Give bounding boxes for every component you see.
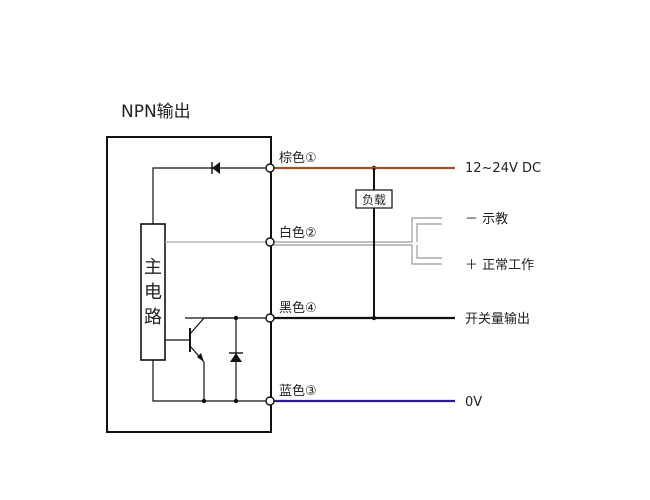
internal-wiring (152, 167, 270, 402)
sensor-enclosure (106, 136, 272, 433)
diagram-title: NPN输出 (121, 102, 191, 122)
load-box (355, 189, 393, 209)
protection-diode (211, 162, 220, 174)
teach-fork (411, 217, 442, 265)
main-circuit-char-2: 电 (144, 282, 162, 303)
terminal-label-brown: 棕色① (279, 150, 317, 166)
zener-diode (229, 352, 243, 362)
switch-output-label: 开关量输出 (465, 311, 530, 327)
junction-dots (201, 165, 377, 404)
indicator-plus-label: ＋ 正常工作 (465, 258, 534, 273)
ground-label: 0V (465, 395, 482, 410)
terminal-blue (265, 396, 275, 406)
load-label: 负载 (362, 193, 386, 207)
terminal-label-black: 黑色④ (279, 300, 317, 316)
supply-internal-wire (152, 167, 270, 224)
terminal-label-blue: 蓝色③ (279, 383, 317, 399)
terminals (265, 163, 275, 406)
main-circuit-char-1: 主 (144, 257, 162, 278)
main-circuit-char-3: 路 (144, 307, 162, 328)
terminal-brown (265, 163, 275, 173)
supply-label: 12~24V DC (465, 161, 541, 176)
indicator-minus-label: － 示教 (465, 211, 508, 227)
ground-internal-wire (152, 360, 270, 402)
terminal-black (265, 313, 275, 323)
npn-transistor (165, 317, 236, 363)
terminal-white (265, 237, 275, 247)
terminal-label-white: 白色② (279, 225, 317, 241)
